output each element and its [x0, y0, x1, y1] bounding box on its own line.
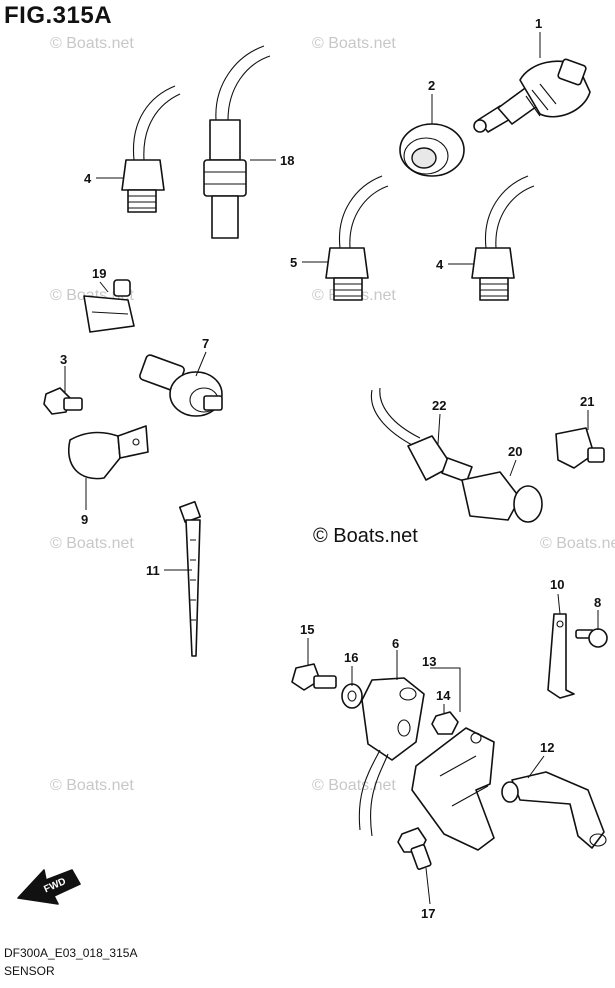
- part-22-sensor: [370, 387, 473, 483]
- watermark: © Boats.net: [50, 777, 134, 794]
- callout-4-left: 4: [84, 171, 92, 186]
- part-3-bolt: [43, 387, 83, 415]
- callout-1: 1: [535, 16, 542, 31]
- part-13-link: [411, 727, 495, 851]
- part-11-cable-tie: [178, 500, 202, 657]
- watermark: © Boats.net: [540, 535, 615, 552]
- leader-lines: [64, 32, 599, 905]
- part-20-nut: [461, 471, 543, 523]
- callout-18: 18: [280, 153, 294, 168]
- callout-14: 14: [436, 688, 451, 703]
- callout-19: 19: [92, 266, 106, 281]
- model-code: DF300A_E03_018_315A: [4, 946, 138, 960]
- part-18-sensor: [203, 45, 271, 239]
- callout-9: 9: [81, 512, 88, 527]
- callout-20: 20: [508, 444, 522, 459]
- callout-10: 10: [550, 577, 564, 592]
- callout-2: 2: [428, 78, 435, 93]
- part-5-sensor: [325, 175, 389, 301]
- watermark: © Boats.net: [50, 535, 134, 552]
- part-15-bolt: [291, 663, 337, 691]
- figure-title: FIG.315A: [4, 2, 113, 29]
- watermarks: © Boats.net © Boats.net © Boats.net © Bo…: [50, 35, 615, 794]
- callout-12: 12: [540, 740, 554, 755]
- part-17-bolt: [397, 827, 432, 870]
- callout-17: 17: [421, 906, 435, 921]
- callout-13: 13: [422, 654, 436, 669]
- callout-7: 7: [202, 336, 209, 351]
- part-6-sensor: [358, 677, 425, 837]
- callout-4-right: 4: [436, 257, 444, 272]
- watermark: © Boats.net: [312, 35, 396, 52]
- center-watermark: © Boats.net: [313, 525, 418, 547]
- callout-22: 22: [432, 398, 446, 413]
- section-name: SENSOR: [4, 964, 55, 978]
- callout-16: 16: [344, 650, 358, 665]
- fwd-arrow: FWD: [17, 869, 81, 905]
- callout-15: 15: [300, 622, 314, 637]
- part-9-clamp: [67, 425, 149, 480]
- callout-3: 3: [60, 352, 67, 367]
- part-16-washer: [341, 683, 363, 709]
- part-8-screw: [575, 628, 608, 648]
- callout-11: 11: [146, 563, 160, 578]
- part-1-sensor-connector: [473, 58, 591, 133]
- callout-6: 6: [392, 636, 399, 651]
- watermark: © Boats.net: [312, 777, 396, 794]
- part-21-fitting: [555, 427, 605, 469]
- part-7-pressure-switch: [139, 354, 223, 417]
- part-14-nut: [431, 711, 459, 735]
- part-10-bracket: [547, 613, 575, 699]
- part-2-grommet: [399, 123, 465, 177]
- callout-numbers: 1 2 3 4 4 5 6 7 8 9 10 11 12 13 14 15 16…: [60, 16, 601, 921]
- part-19-clip: [83, 279, 135, 333]
- part-12-arm: [501, 771, 607, 849]
- callout-21: 21: [580, 394, 594, 409]
- part-4-temp-sensor-left: [121, 85, 181, 213]
- part-4-temp-sensor-right: [471, 175, 535, 301]
- callout-5: 5: [290, 255, 297, 270]
- watermark: © Boats.net: [50, 35, 134, 52]
- callout-8: 8: [594, 595, 601, 610]
